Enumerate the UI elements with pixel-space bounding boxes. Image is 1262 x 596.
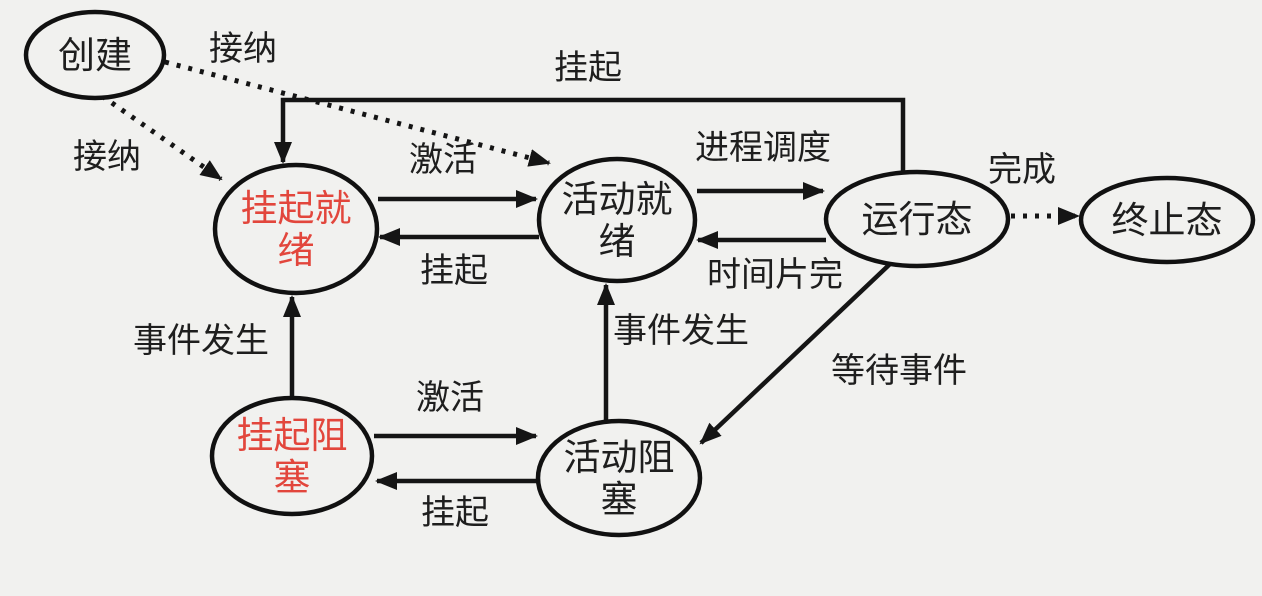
node-suspend-blocked: 挂起阻塞 [209,395,375,517]
node-ellipse-running [823,169,1011,269]
edge-admit-to-suspend-ready [100,93,223,182]
edge-label-wait-event: 等待事件 [831,352,967,390]
node-label-active-ready: 活动就绪 [562,179,673,263]
edge-label-suspend-blocked-pair: 挂起 [421,494,489,532]
edge-label-admit-to-suspend-ready: 接纳 [73,138,141,176]
edge-label-event-occurs-suspend: 事件发生 [133,322,269,360]
edge-wait-event [699,262,892,445]
node-ellipse-active-ready [536,156,698,284]
node-create: 创建 [23,9,167,101]
edge-label-activate-blocked: 激活 [416,379,484,417]
edge-label-activate-ready: 激活 [409,141,477,179]
edge-label-timeslice-end: 时间片完 [707,256,843,294]
edge-label-process-schedule: 进程调度 [695,129,831,167]
node-label-suspend-blocked: 挂起阻塞 [237,416,348,499]
node-ellipse-terminated [1078,175,1256,265]
node-ellipse-active-blocked [535,418,703,538]
node-suspend-ready: 挂起就绪 [212,162,380,296]
node-label-running: 运行态 [862,199,973,241]
node-active-blocked: 活动阻塞 [535,418,703,538]
edge-label-event-occurs-active: 事件发生 [613,312,749,350]
edge-label-admit-to-active-ready: 接纳 [209,30,277,68]
edge-label-suspend-ready-pair: 挂起 [420,252,488,290]
node-running: 运行态 [823,169,1011,269]
edge-label-complete: 完成 [988,151,1056,189]
edge-suspend-from-running [274,97,906,173]
edge-label-suspend-from-running: 挂起 [554,49,622,87]
node-active-ready: 活动就绪 [536,156,698,284]
edges-layer [100,59,1080,490]
node-ellipse-suspend-ready [212,162,380,296]
node-ellipse-create [23,9,167,101]
node-label-create: 创建 [58,35,132,77]
node-ellipse-suspend-blocked [209,395,375,517]
node-label-active-blocked: 活动阻塞 [564,438,675,521]
node-terminated: 终止态 [1078,175,1256,265]
node-label-suspend-ready: 挂起就绪 [241,188,352,272]
node-label-terminated: 终止态 [1112,200,1223,242]
edge-admit-to-active-ready [164,59,551,167]
